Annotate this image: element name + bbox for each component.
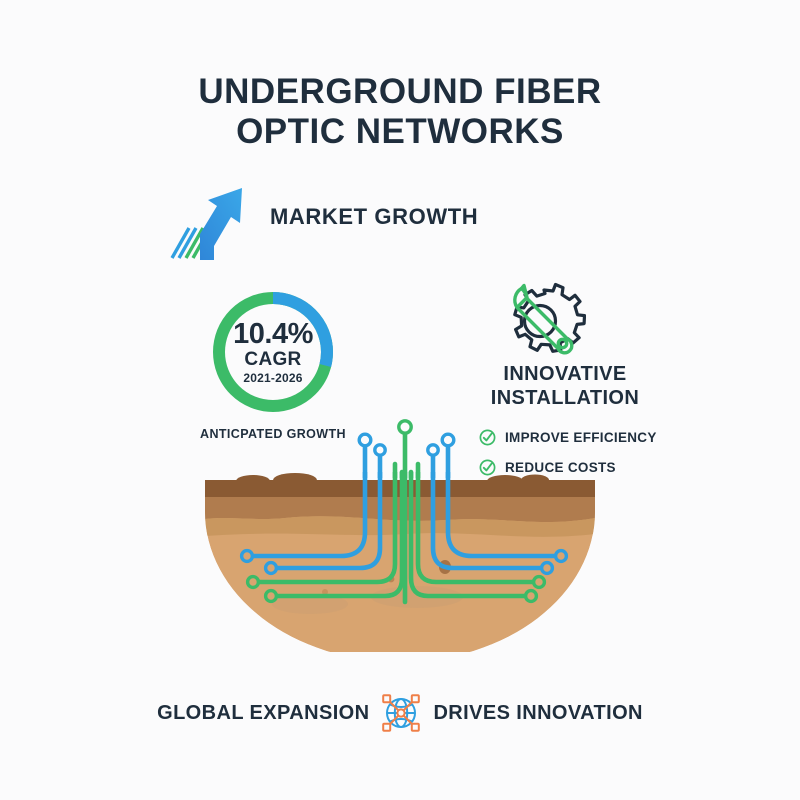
above-ground-cable-stems [205,408,595,481]
globe-network-icon [375,687,427,739]
page-title: UNDERGROUND FIBER OPTIC NETWORKS [0,72,800,152]
innovative-title-line-2: INSTALLATION [490,387,640,409]
benefit-list: IMPROVE EFFICIENCY REDUCE COSTS [479,424,679,484]
list-item: IMPROVE EFFICIENCY [479,424,679,450]
market-growth-label: MARKET GROWTH [270,204,479,229]
footer-right-text: DRIVES INNOVATION [433,701,643,724]
cagr-donut-chart: 10.4% CAGR 2021-2026 [207,286,339,418]
benefit-label: IMPROVE EFFICIENCY [505,429,657,445]
gear-wrench-icon [494,276,587,358]
check-circle-icon [479,429,496,446]
underground-fiber-cables-illustration [205,429,595,662]
list-item: REDUCE COSTS [479,454,679,480]
footer-tagline: GLOBAL EXPANSION [0,692,800,734]
innovative-installation-title: INNOVATIVE INSTALLATION [466,362,664,410]
title-line-2: OPTIC NETWORKS [236,112,564,151]
title-line-1: UNDERGROUND FIBER [198,72,602,111]
footer-left-text: GLOBAL EXPANSION [157,701,370,724]
innovative-title-line-1: INNOVATIVE [503,363,627,385]
market-growth-section: MARKET GROWTH [170,188,500,260]
check-circle-icon [479,459,496,476]
up-arrow-icon [170,188,262,260]
benefit-label: REDUCE COSTS [505,459,616,475]
donut-caption: ANTICPATED GROWTH [200,427,346,441]
